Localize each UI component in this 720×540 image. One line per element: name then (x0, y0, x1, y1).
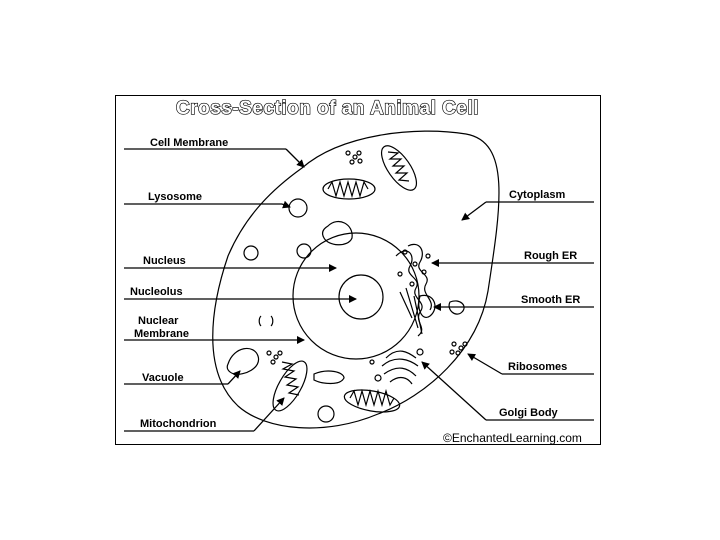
label-smooth-er: Smooth ER (521, 294, 580, 306)
mitochondrion-shape (322, 178, 376, 200)
label-nucleus: Nucleus (143, 255, 186, 267)
ribosome-cluster (266, 350, 283, 365)
ribosomes-arrow (467, 353, 503, 375)
ribosome-cluster (449, 341, 468, 356)
vesicle-shape (243, 245, 259, 261)
golgi-body-shape (369, 348, 424, 385)
vacuole-arrow (227, 370, 241, 385)
diagram-title: Cross-Section of an Animal Cell (176, 98, 479, 119)
mitochondrion-shape (343, 388, 401, 413)
label-golgi-body: Golgi Body (499, 407, 559, 419)
label-lysosome: Lysosome (148, 191, 202, 203)
vesicle-shape (317, 405, 335, 423)
cytoplasm-arrow (461, 201, 487, 221)
vacuole-shape (322, 221, 353, 246)
vacuole-shape (313, 370, 345, 385)
cell-membrane-arrow (285, 148, 305, 168)
label-mitochondrion: Mitochondrion (140, 418, 217, 430)
vacuole-shape (226, 347, 260, 375)
lysosome-arrow (281, 200, 291, 209)
label-rough-er: Rough ER (524, 250, 577, 262)
lysosome-shape (288, 198, 308, 218)
label-ribosomes: Ribosomes (508, 361, 567, 373)
mitochondrion-shape (272, 360, 308, 412)
label-nuclear-membrane-line1: Nuclear (138, 315, 179, 327)
label-cell-membrane: Cell Membrane (150, 137, 228, 149)
label-nuclear-membrane-line2: Membrane (134, 328, 189, 340)
vacuole-shape (258, 315, 274, 327)
nucleus-membrane (292, 232, 420, 360)
label-nucleolus: Nucleolus (130, 286, 183, 298)
mitochondrion-arrow (253, 397, 285, 432)
cell-membrane-outline (212, 130, 500, 429)
ribosome-cluster (345, 150, 363, 165)
golgi-body-arrow (421, 361, 487, 421)
endoplasmic-reticulum-shape (395, 243, 436, 337)
label-vacuole: Vacuole (142, 372, 184, 384)
diagram-frame: Cross-Section of an Animal Cell (115, 95, 601, 445)
label-cytoplasm: Cytoplasm (509, 189, 565, 201)
mitochondrion-shape (380, 145, 418, 191)
vacuole-shape (448, 300, 465, 315)
credit-text: ©EnchantedLearning.com (443, 431, 582, 444)
vesicle-shape (296, 243, 312, 259)
animal-cell-diagram: Cross-Section of an Animal Cell (124, 97, 594, 444)
nucleolus-shape (338, 274, 384, 320)
